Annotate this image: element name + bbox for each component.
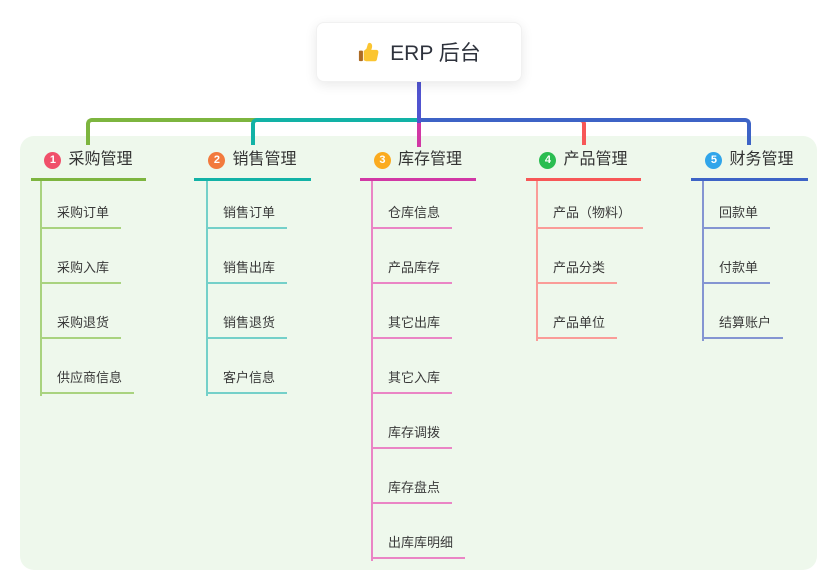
child-node-label: 出库库明细 (388, 535, 454, 550)
branch-child-line (536, 180, 538, 341)
child-node-label: 付款单 (719, 260, 759, 275)
root-node-label: ERP 后台 (390, 42, 481, 65)
thumbs-up-icon (357, 41, 380, 64)
branch-title-node[interactable]: 1 采购管理 (31, 149, 146, 181)
connector-branch2 (251, 118, 419, 145)
connector-branch5 (419, 118, 751, 145)
child-node-label: 客户信息 (223, 370, 276, 385)
child-node-label: 供应商信息 (57, 370, 123, 385)
child-node-label: 结算账户 (719, 315, 772, 330)
child-node-label: 库存盘点 (388, 480, 441, 495)
branch-number-badge: 3 (373, 151, 391, 169)
child-node-label: 仓库信息 (388, 205, 441, 220)
child-node-label: 采购入库 (57, 260, 110, 275)
branch-title-label: 库存管理 (397, 151, 462, 168)
child-node[interactable]: 付款单 (702, 255, 771, 284)
group-background-panel (20, 136, 817, 570)
child-node-label: 采购退货 (57, 315, 110, 330)
child-node-label: 产品分类 (553, 260, 606, 275)
child-node-label: 库存调拨 (388, 425, 441, 440)
child-node-label: 产品（物料） (553, 205, 632, 220)
branch-title-label: 采购管理 (68, 151, 133, 168)
child-node[interactable]: 回款单 (702, 200, 771, 229)
connector-root-stem (417, 82, 421, 123)
branch-title-node[interactable]: 5 财务管理 (691, 149, 808, 181)
child-node-label: 产品单位 (553, 315, 606, 330)
child-node-label: 销售出库 (223, 260, 276, 275)
branch-number-badge: 4 (539, 151, 557, 169)
connector-branch3-drop (417, 121, 421, 147)
child-node[interactable]: 采购退货 (40, 310, 122, 339)
child-node[interactable]: 采购入库 (40, 255, 122, 284)
child-node[interactable]: 销售出库 (206, 255, 288, 284)
branch-child-line (206, 180, 208, 396)
child-node[interactable]: 出库库明细 (371, 530, 466, 559)
child-node-label: 销售订单 (223, 205, 276, 220)
branch-title-label: 产品管理 (563, 151, 628, 168)
branch-title-node[interactable]: 4 产品管理 (526, 149, 641, 181)
child-node-label: 其它入库 (388, 370, 441, 385)
child-node[interactable]: 库存调拨 (371, 420, 453, 449)
child-node[interactable]: 结算账户 (702, 310, 784, 339)
child-node[interactable]: 采购订单 (40, 200, 122, 229)
branch-title-label: 财务管理 (729, 151, 794, 168)
child-node[interactable]: 其它入库 (371, 365, 453, 394)
child-node[interactable]: 仓库信息 (371, 200, 453, 229)
child-node[interactable]: 其它出库 (371, 310, 453, 339)
branch-child-line (40, 180, 42, 396)
root-node[interactable]: ERP 后台 (316, 22, 522, 82)
child-node-label: 回款单 (719, 205, 759, 220)
child-node[interactable]: 供应商信息 (40, 365, 135, 394)
child-node[interactable]: 销售退货 (206, 310, 288, 339)
child-node-label: 采购订单 (57, 205, 110, 220)
child-node-label: 产品库存 (388, 260, 441, 275)
branch-title-node[interactable]: 2 销售管理 (194, 149, 311, 181)
branch-number-badge: 5 (705, 151, 723, 169)
child-node[interactable]: 产品分类 (536, 255, 618, 284)
child-node[interactable]: 销售订单 (206, 200, 288, 229)
child-node[interactable]: 库存盘点 (371, 475, 453, 504)
branch-title-label: 销售管理 (232, 151, 297, 168)
branch-child-line (702, 180, 704, 341)
child-node[interactable]: 产品单位 (536, 310, 618, 339)
child-node[interactable]: 客户信息 (206, 365, 288, 394)
child-node-label: 其它出库 (388, 315, 441, 330)
child-node-label: 销售退货 (223, 315, 276, 330)
branch-number-badge: 2 (208, 151, 226, 169)
branch-child-line (371, 180, 373, 561)
branch-title-node[interactable]: 3 库存管理 (360, 149, 476, 181)
child-node[interactable]: 产品（物料） (536, 200, 644, 229)
branch-number-badge: 1 (44, 151, 62, 169)
child-node[interactable]: 产品库存 (371, 255, 453, 284)
